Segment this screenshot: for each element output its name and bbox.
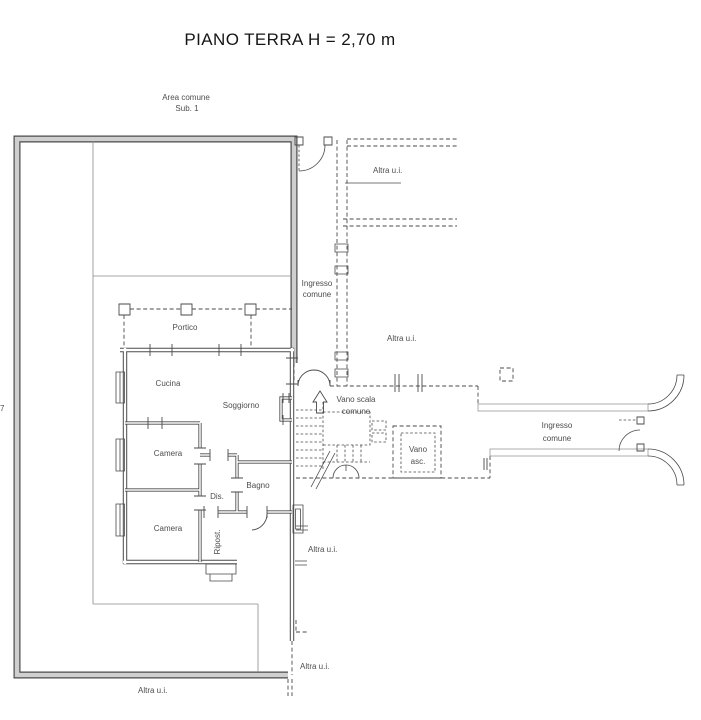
parcel-subdivision-lines (92, 141, 292, 672)
label-bagno: Bagno (246, 481, 270, 490)
label-camera-1: Camera (154, 449, 183, 458)
label-altra-ui-mid: Altra u.i. (387, 334, 416, 343)
common-stairwell (296, 390, 491, 490)
label-vano-asc-2: asc. (411, 457, 426, 466)
label-dis: Dis. (210, 492, 224, 501)
label-ingresso-comune-r1: Ingresso (542, 421, 573, 430)
label-altra-ui-right-upper: Altra u.i. (308, 545, 337, 554)
plan-linework (13, 135, 685, 696)
right-wall-french-door (292, 504, 308, 566)
corridor-entry-arcs (618, 374, 685, 486)
label-ingresso-comune-v2: comune (303, 290, 332, 299)
label-vano-scala-1: Vano scala (337, 395, 377, 404)
label-altra-ui-top: Altra u.i. (373, 166, 402, 175)
bottom-right-walls (287, 620, 309, 696)
label-cucina: Cucina (156, 379, 181, 388)
top-entry-door (294, 136, 333, 172)
common-entrance-corridor (334, 138, 457, 386)
label-altra-ui-bottom: Altra u.i. (138, 686, 167, 695)
page-title: PIANO TERRA H = 2,70 m (184, 30, 395, 49)
right-entrance-corridor (477, 403, 649, 457)
label-ripost: Ripost. (213, 530, 222, 555)
label-area-comune-sub: Sub. 1 (175, 104, 199, 113)
label-ingresso-comune-v1: Ingresso (302, 279, 333, 288)
label-ingresso-comune-r2: comune (543, 434, 572, 443)
label-edge-fragment: 7 (0, 404, 5, 413)
label-altra-ui-right-lower: Altra u.i. (300, 662, 329, 671)
elevator-shaft (392, 425, 442, 479)
label-area-comune: Area comune (162, 93, 210, 102)
plan-labels: PIANO TERRA H = 2,70 m Area comune Sub. … (0, 30, 573, 695)
label-soggiorno: Soggiorno (223, 401, 260, 410)
house-exterior-walls (120, 347, 295, 641)
entrance-arch (293, 363, 514, 404)
rear-steps (205, 563, 237, 582)
label-vano-scala-2: comune (342, 407, 371, 416)
portico-structure (118, 303, 292, 348)
house-interior-walls (125, 396, 292, 562)
label-vano-asc-1: Vano (409, 445, 428, 454)
left-wall-windows (115, 371, 125, 537)
door-window-ticks (147, 344, 298, 531)
label-camera-2: Camera (154, 524, 183, 533)
outer-boundary-wall (13, 135, 298, 679)
label-portico: Portico (173, 323, 198, 332)
